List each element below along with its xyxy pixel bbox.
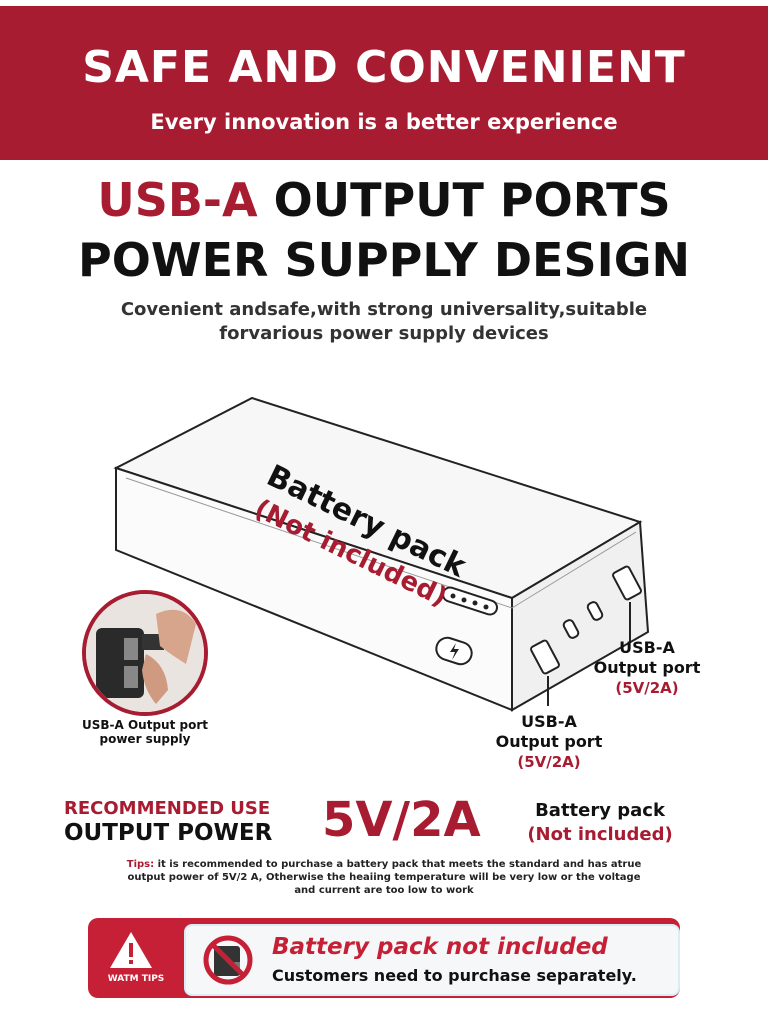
warning-triangle-icon	[110, 932, 152, 968]
output-power-value: 5V/2A	[322, 792, 481, 848]
lightning-icon	[450, 643, 459, 660]
port-label-right: USB-A Output port (5V/2A)	[582, 638, 712, 698]
usb-a-port-right	[612, 565, 642, 601]
battery-not-included-label: (Not included)	[527, 824, 673, 845]
no-battery-icon	[203, 935, 253, 985]
port-left-spec: (5V/2A)	[517, 753, 581, 771]
indicator-lights	[442, 586, 498, 616]
headline-line-2: POWER SUPPLY DESIGN	[78, 233, 690, 287]
output-power-label: OUTPUT POWER	[64, 820, 273, 846]
usb-port-closeup	[82, 590, 208, 716]
port-right-line-1: USB-A	[619, 638, 675, 657]
banner-subtitle: Every innovation is a better experience	[150, 110, 618, 134]
port-right-line-2: Output port	[593, 658, 701, 677]
usb-c-port-2	[562, 619, 580, 639]
warning-panel: Battery pack not included Customers need…	[184, 924, 680, 996]
tips-body: it is recommended to purchase a battery …	[127, 859, 642, 896]
battery-pack-label: Battery pack	[535, 800, 665, 821]
tips-text: Tips: it is recommended to purchase a ba…	[120, 858, 648, 897]
warning-box: WATM TIPS Battery pack not included Cust…	[88, 918, 680, 998]
tips-key: Tips:	[126, 859, 155, 870]
closeup-caption: USB-A Output port power supply	[60, 718, 230, 746]
closeup-caption-line-1: USB-A Output port	[82, 718, 208, 732]
battery-pack-illustration: Battery pack (Not included)	[113, 396, 650, 712]
usb-c-port-1	[586, 601, 604, 621]
description-line-1: Covenient andsafe,with strong universali…	[120, 299, 648, 320]
description-line-2: forvarious power supply devices	[219, 323, 549, 344]
headline-line-1-rest: OUTPUT PORTS	[257, 173, 671, 227]
headline-line-1: USB-A OUTPUT PORTS	[0, 172, 768, 228]
banner-title: SAFE AND CONVENIENT	[82, 42, 686, 93]
headline-accent: USB-A	[97, 173, 258, 227]
port-right-spec: (5V/2A)	[615, 679, 679, 697]
port-left-line-2: Output port	[495, 732, 603, 751]
recommended-use-label: RECOMMENDED USE	[64, 798, 271, 819]
warning-tag: WATM TIPS	[107, 974, 165, 984]
usb-a-port-left	[530, 639, 560, 675]
top-banner: SAFE AND CONVENIENT Every innovation is …	[0, 6, 768, 160]
warning-title: Battery pack not included	[272, 934, 608, 960]
port-left-line-1: USB-A	[521, 712, 577, 731]
usb-plug-photo-icon	[86, 594, 204, 712]
description: Covenient andsafe,with strong universali…	[60, 298, 708, 346]
power-button-icon	[435, 636, 473, 666]
warning-subtitle: Customers need to purchase separately.	[272, 966, 637, 985]
closeup-caption-line-2: power supply	[99, 732, 191, 746]
port-label-left: USB-A Output port (5V/2A)	[484, 712, 614, 772]
